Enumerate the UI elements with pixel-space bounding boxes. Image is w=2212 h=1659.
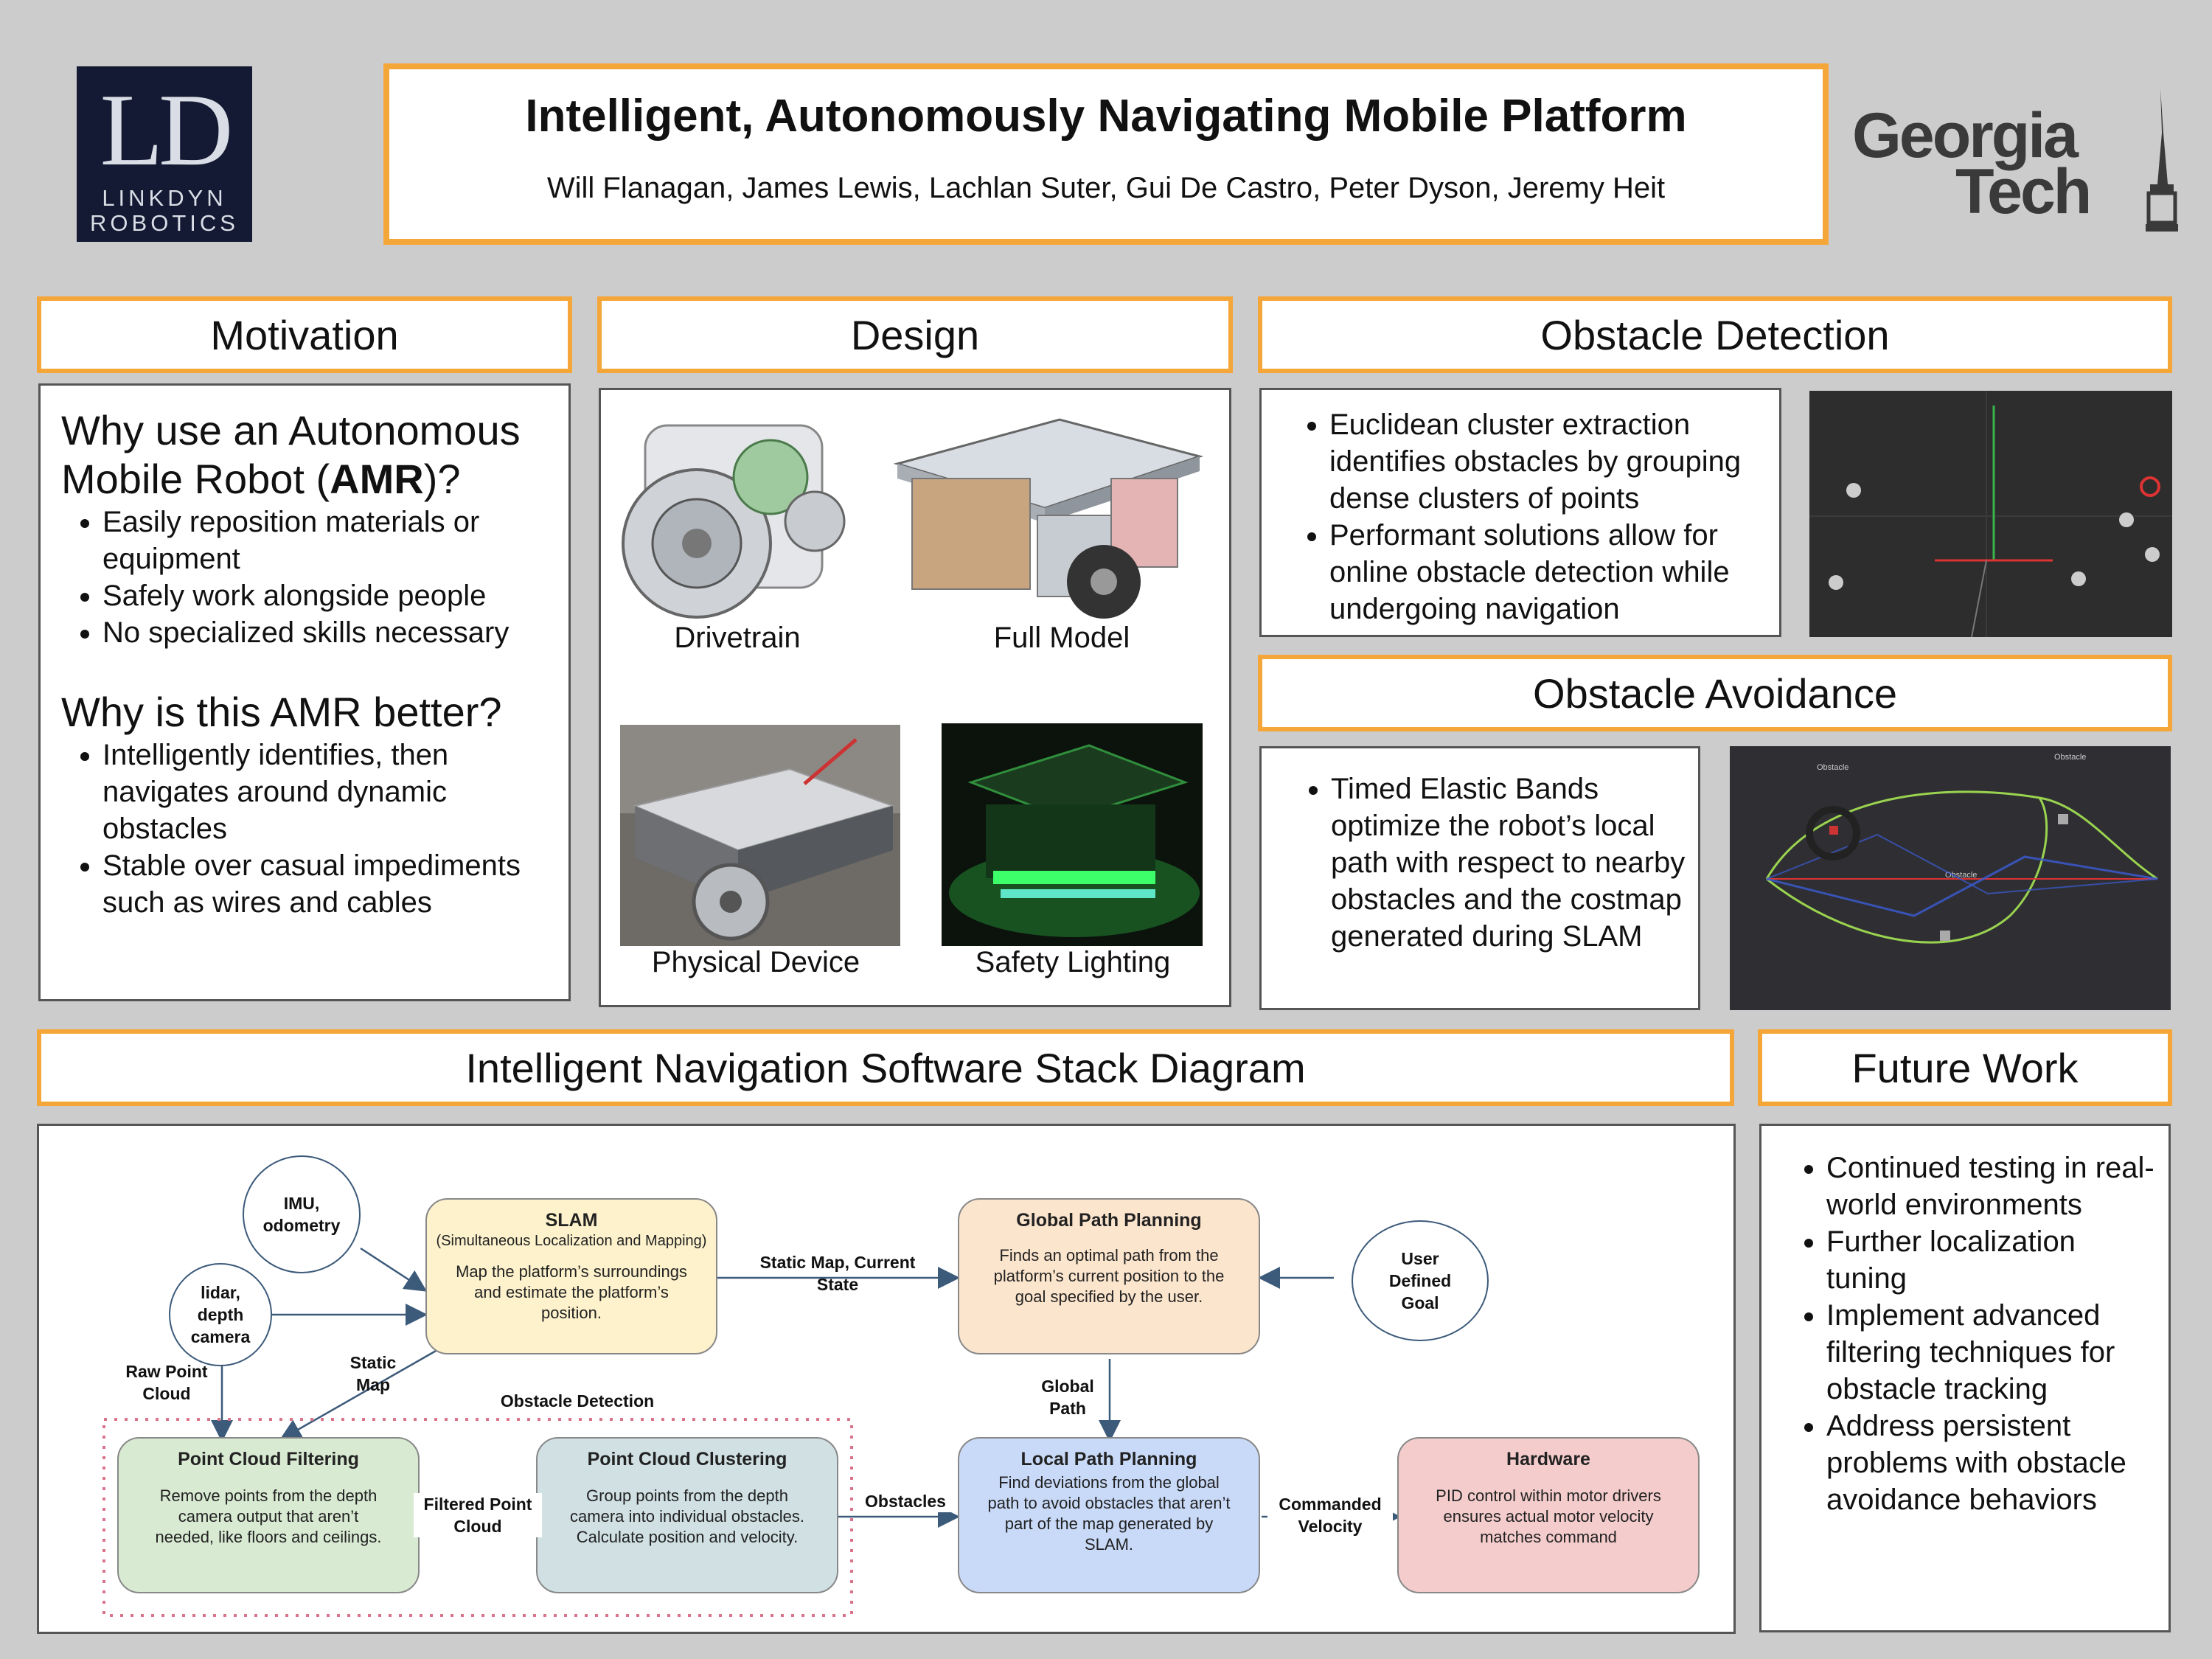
linkdyn-logo-mark: LD <box>100 73 234 187</box>
motivation-question-2: Why is this AMR better? <box>61 689 502 735</box>
global-path-planning-node: Global Path Planning Finds an optimal pa… <box>958 1198 1260 1354</box>
obstacle-detection-image <box>1809 391 2172 637</box>
list-item: Performant solutions allow for online ob… <box>1329 517 1767 627</box>
list-item: Easily reposition materials or equipment <box>102 504 551 577</box>
obstacle-detection-group-label: Obstacle Detection <box>500 1391 655 1411</box>
edge-label-obstacles: Obstacles <box>858 1490 953 1512</box>
obstacle-label-3: Obstacle <box>1945 871 1977 880</box>
list-item: Intelligently identifies, then navigates… <box>102 737 551 847</box>
motivation-bullets-2: Intelligently identifies, then navigates… <box>61 737 551 921</box>
obstacle-detection-panel: Euclidean cluster extraction identifies … <box>1259 388 1781 637</box>
slam-node: SLAM (Simultaneous Localization and Mapp… <box>425 1198 717 1354</box>
edge-label-global-path: Global Path <box>1041 1377 1094 1418</box>
full-model-image <box>893 418 1204 619</box>
obstacle-avoidance-panel: Timed Elastic Bands optimize the robot’s… <box>1259 746 1700 1010</box>
linkdyn-logo: LD LINKDYN ROBOTICS <box>77 66 252 242</box>
poster-title: Intelligent, Autonomously Navigating Mob… <box>525 91 1687 142</box>
poster-authors: Will Flanagan, James Lewis, Lachlan Sute… <box>546 172 1666 204</box>
obstacle-avoidance-heading: Obstacle Avoidance <box>1258 655 2172 731</box>
imu-odometry-node: IMU, odometry <box>243 1155 361 1273</box>
safety-lighting-image <box>942 723 1203 946</box>
list-item: No specialized skills necessary <box>102 614 551 651</box>
future-work-heading: Future Work <box>1758 1029 2172 1106</box>
obstacle-avoidance-image: Obstacle Obstacle Obstacle <box>1730 746 2171 1010</box>
georgia-tech-logo: Georgia Tech <box>1849 88 2196 236</box>
linkdyn-logo-text-1: LINKDYN <box>102 185 227 211</box>
drivetrain-image <box>622 424 846 619</box>
edge-label-static-map-state: Static Map, Current State <box>759 1253 916 1294</box>
gt-tower-icon <box>2146 88 2178 232</box>
physical-device-image <box>620 725 900 946</box>
caption-safety-lighting: Safety Lighting <box>975 946 1171 978</box>
list-item: Timed Elastic Bands optimize the robot’s… <box>1331 771 1686 955</box>
edge-label-static-map: Static Map <box>349 1353 397 1394</box>
lidar-depth-camera-node: lidar, depth camera <box>169 1263 272 1366</box>
obstacle-avoidance-bullets: Timed Elastic Bands optimize the robot’s… <box>1266 771 1686 955</box>
design-heading: Design <box>597 296 1233 373</box>
list-item: Further localization tuning <box>1826 1223 2161 1297</box>
obstacle-label-2: Obstacle <box>2054 753 2086 762</box>
motivation-panel: Why use an Autonomous Mobile Robot (AMR)… <box>38 383 571 1001</box>
user-defined-goal-node: User Defined Goal <box>1352 1220 1489 1341</box>
obstacle-detection-heading: Obstacle Detection <box>1258 296 2172 373</box>
gt-logo-line2: Tech <box>1955 156 2092 227</box>
list-item: Continued testing in real-world environm… <box>1826 1150 2161 1223</box>
linkdyn-logo-text-2: ROBOTICS <box>90 210 239 236</box>
motivation-heading: Motivation <box>37 296 572 373</box>
obstacle-label-1: Obstacle <box>1817 763 1848 772</box>
future-work-panel: Continued testing in real-world environm… <box>1759 1124 2171 1632</box>
list-item: Stable over casual impediments such as w… <box>102 847 551 921</box>
list-item: Euclidean cluster extraction identifies … <box>1329 406 1767 517</box>
obstacle-detection-bullets: Euclidean cluster extraction identifies … <box>1266 406 1767 627</box>
title-box: Intelligent, Autonomously Navigating Mob… <box>383 63 1829 245</box>
diagram-panel: IMU, odometry lidar, depth camera User D… <box>37 1124 1736 1634</box>
local-path-planning-node: Local Path Planning Find deviations from… <box>958 1437 1260 1593</box>
motivation-question-1: Why use an Autonomous Mobile Robot (AMR)… <box>61 407 521 502</box>
caption-drivetrain: Drivetrain <box>674 622 801 654</box>
edge-label-commanded-velocity: Commanded Velocity <box>1267 1493 1393 1537</box>
list-item: Address persistent problems with obstacl… <box>1826 1408 2161 1518</box>
point-cloud-filtering-node: Point Cloud Filtering Remove points from… <box>117 1437 420 1593</box>
edge-label-raw-point-cloud: Raw Point Cloud <box>125 1362 208 1403</box>
list-item: Implement advanced filtering techniques … <box>1826 1297 2161 1408</box>
design-panel: Drivetrain Full Model Physical Device Sa… <box>599 388 1231 1007</box>
obstacle-detection-group <box>102 1418 853 1617</box>
point-cloud-clustering-node: Point Cloud Clustering Group points from… <box>536 1437 838 1593</box>
hardware-node: Hardware PID control within motor driver… <box>1397 1437 1700 1593</box>
caption-physical-device: Physical Device <box>651 946 860 978</box>
diagram-heading: Intelligent Navigation Software Stack Di… <box>37 1029 1734 1106</box>
list-item: Safely work alongside people <box>102 577 551 614</box>
caption-full-model: Full Model <box>993 622 1130 654</box>
edge-label-filtered-point-cloud: Filtered Point Cloud <box>414 1493 542 1537</box>
gt-logo-line1: Georgia <box>1852 100 2079 171</box>
future-work-bullets: Continued testing in real-world environm… <box>1766 1150 2161 1518</box>
motivation-bullets-1: Easily reposition materials or equipment… <box>61 504 551 651</box>
